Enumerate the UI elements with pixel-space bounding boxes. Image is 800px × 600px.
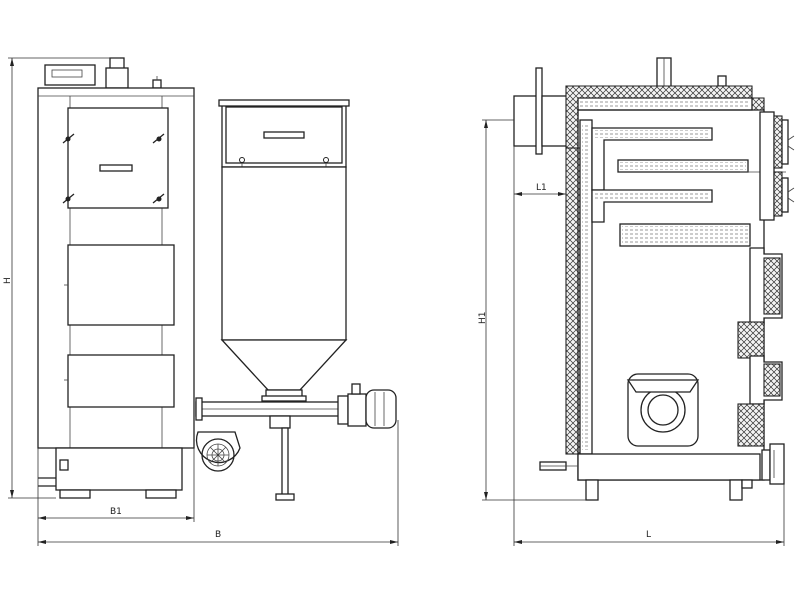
dimension-l: L — [514, 484, 785, 546]
flue-outlet — [513, 67, 569, 155]
lower-door — [67, 354, 175, 408]
control-panel — [44, 64, 96, 86]
section-view: H1 L1 L — [478, 57, 795, 546]
dimension-l1: L1 — [513, 146, 567, 546]
dimension-h1-label: H1 — [478, 312, 488, 325]
dimension-l1-label: L1 — [536, 183, 547, 193]
dimension-h1: H1 — [478, 119, 586, 501]
side-doors — [737, 111, 795, 485]
blower-fan — [195, 431, 241, 472]
upper-door — [67, 107, 169, 209]
dimension-b-label: B — [215, 530, 221, 540]
dimension-b1-label: B1 — [110, 507, 122, 517]
auger-feeder — [195, 383, 397, 501]
dimension-h-label: H — [3, 277, 13, 284]
dimension-b1: B1 — [37, 448, 195, 522]
dimension-b: B — [37, 420, 399, 546]
door-hinges — [62, 133, 165, 204]
ash-box — [55, 447, 183, 491]
burner-unit — [626, 373, 700, 447]
middle-door — [67, 244, 175, 326]
pellet-hopper — [218, 99, 350, 402]
dimension-l-label: L — [646, 530, 651, 540]
front-view: H B1 B — [3, 57, 399, 546]
dimension-h: H — [3, 57, 120, 499]
heat-exchanger-baffles — [591, 127, 786, 247]
